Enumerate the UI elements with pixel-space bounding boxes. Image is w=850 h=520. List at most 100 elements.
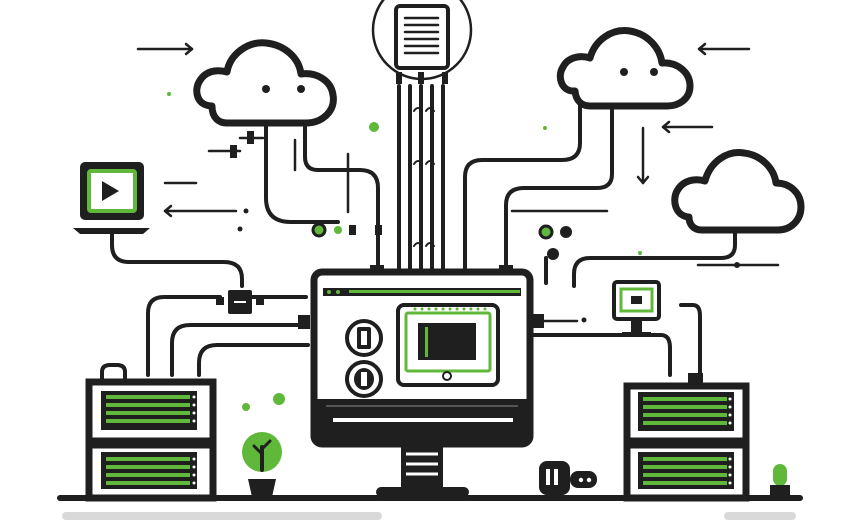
- small-display-base: [622, 332, 651, 336]
- plant-pot: [770, 485, 790, 497]
- control-knob-slot: [361, 372, 367, 386]
- plant-branch: [260, 439, 272, 451]
- bottom-shadow-left: [62, 512, 382, 520]
- plant-pot: [248, 479, 276, 497]
- status-light: [327, 290, 331, 294]
- dot: [638, 251, 642, 255]
- cloud-icon: [671, 149, 805, 234]
- cable-curves: [413, 107, 435, 247]
- server-connector: [688, 373, 703, 387]
- cloud-icon-right-top: [556, 27, 694, 110]
- cloud-dot: [297, 85, 305, 93]
- power-dot: [442, 371, 452, 381]
- node-icon: [581, 317, 587, 323]
- cable: [303, 121, 380, 274]
- cable: [526, 333, 672, 377]
- cable-plug: [396, 72, 402, 84]
- server-rack-icon-left: [85, 363, 217, 502]
- plant-cactus: [773, 464, 787, 486]
- cable: [146, 295, 222, 377]
- document-frame: [394, 4, 450, 70]
- desktop-monitor-icon: [298, 265, 544, 497]
- cloud-icon-right-bottom: [671, 149, 805, 234]
- cloud-dot: [620, 68, 628, 76]
- server-lines: [106, 395, 190, 485]
- laptop-icon: [73, 162, 150, 234]
- server-dots: [192, 395, 196, 485]
- cloud-icon: [193, 39, 337, 127]
- small-display-icon: [612, 280, 661, 336]
- plug-light: [586, 477, 592, 483]
- top-port: [499, 265, 513, 273]
- arrow-icon: [697, 42, 707, 56]
- server-lines: [643, 397, 727, 485]
- dot: [369, 122, 379, 132]
- main-cables: [110, 84, 737, 377]
- plug-slot: [554, 469, 558, 485]
- connector-end: [216, 297, 224, 305]
- plug-device-icon: [539, 461, 597, 495]
- connector-icon: [247, 131, 254, 144]
- cloud-dot: [650, 68, 658, 76]
- node-icon: [560, 226, 572, 238]
- monitor-progress-line: [349, 290, 520, 293]
- connector-end: [256, 297, 264, 305]
- side-port: [532, 314, 544, 328]
- monitor-stand-neck: [401, 444, 443, 489]
- small-display-stand: [631, 319, 642, 332]
- node-icon: [311, 222, 327, 238]
- plug-tip: [570, 471, 597, 488]
- cloud-dot: [262, 85, 270, 93]
- plant-icon-left: [242, 432, 282, 497]
- cable-plug: [418, 72, 424, 84]
- top-port: [370, 265, 384, 273]
- dot: [273, 393, 285, 405]
- node-icon: [734, 262, 740, 268]
- server-dots: [728, 397, 732, 485]
- server-handle: [100, 363, 127, 380]
- node-icon: [334, 226, 342, 234]
- cloud-icon-left: [193, 39, 337, 127]
- side-port: [298, 315, 310, 329]
- connector-icon: [349, 225, 356, 235]
- cable: [264, 121, 340, 224]
- small-display-chip: [631, 296, 642, 304]
- arrow-icon: [163, 204, 173, 218]
- connector-icon: [375, 225, 382, 235]
- status-light: [336, 290, 340, 294]
- monitor-stand-base: [376, 487, 469, 497]
- cable: [572, 228, 737, 288]
- play-icon: [102, 181, 119, 201]
- dot: [242, 403, 250, 411]
- cable: [679, 303, 702, 377]
- node-icon: [538, 224, 554, 240]
- control-knob-slot: [361, 331, 367, 345]
- cable-plug: [442, 72, 448, 84]
- cable: [110, 229, 244, 288]
- arrow-icon: [184, 42, 194, 56]
- monitor-accent-line: [326, 405, 518, 407]
- connector-icon: [230, 145, 237, 158]
- node-icon: [243, 208, 249, 214]
- connectors: [216, 131, 740, 323]
- monitor-slot: [333, 418, 513, 422]
- bottom-shadow-right: [724, 512, 796, 520]
- plant-branch: [252, 444, 264, 456]
- cable: [170, 323, 310, 377]
- inner-screen-lights: [413, 307, 487, 311]
- document-board-icon: [371, 0, 473, 84]
- document-lines: [403, 16, 440, 55]
- dot: [543, 126, 547, 130]
- monitor-stand-lines: [406, 452, 438, 476]
- arrow-icon: [636, 175, 650, 185]
- plug-light: [578, 477, 584, 483]
- plug-slot: [546, 469, 550, 485]
- node-icon: [547, 248, 559, 260]
- plant-icon-right: [770, 464, 790, 497]
- cable: [197, 343, 310, 377]
- server-rack-icon-right: [623, 373, 750, 502]
- cable: [463, 104, 582, 274]
- cable: [504, 104, 614, 274]
